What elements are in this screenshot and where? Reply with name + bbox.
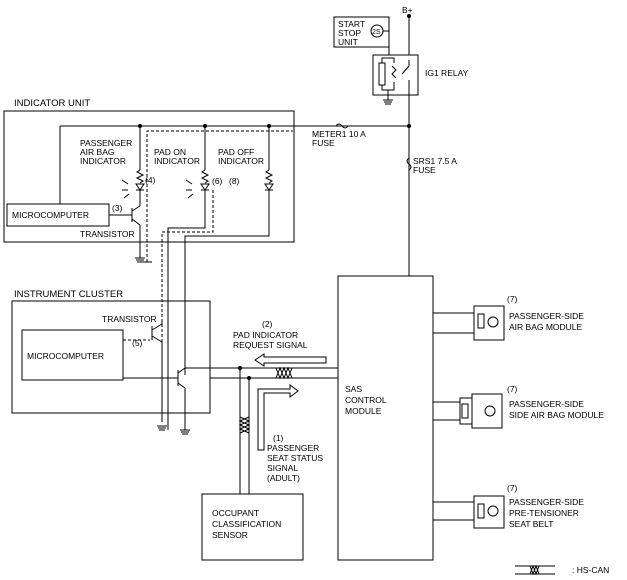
svg-text:AIR BAG MODULE: AIR BAG MODULE [509,322,583,332]
svg-text:PAD INDICATOR: PAD INDICATOR [233,330,298,340]
svg-text:(7): (7) [507,384,518,394]
svg-text:STOP: STOP [338,28,361,38]
indicator-unit: INDICATOR UNIT [3,98,295,243]
svg-text:SENSOR: SENSOR [212,530,248,540]
svg-text:CONTROL: CONTROL [345,395,387,405]
svg-text:MICROCOMPUTER: MICROCOMPUTER [27,351,104,361]
svg-text:SEAT STATUS: SEAT STATUS [267,453,323,463]
svg-text:PASSENGER: PASSENGER [80,138,132,148]
svg-text:INSTRUMENT CLUSTER: INSTRUMENT CLUSTER [14,289,123,300]
svg-text:OCCUPANT: OCCUPANT [212,508,259,518]
svg-text:CLASSIFICATION: CLASSIFICATION [212,519,281,529]
svg-text:(ADULT): (ADULT) [267,473,300,483]
svg-text:SIGNAL: SIGNAL [267,463,298,473]
svg-text:PAD OFF: PAD OFF [218,147,254,157]
svg-text:(7): (7) [507,294,518,304]
svg-text:INDICATOR: INDICATOR [154,156,200,166]
svg-text:PAD ON: PAD ON [154,147,186,157]
svg-text:PRE-TENSIONER: PRE-TENSIONER [509,508,579,518]
pad-on-indicator: PAD ON INDICATOR (6) [154,147,223,199]
svg-text:(8): (8) [229,176,240,186]
svg-text:AIR BAG: AIR BAG [80,147,114,157]
svg-text:SRS1 7.5 A: SRS1 7.5 A [413,156,457,166]
svg-text:INDICATOR: INDICATOR [218,156,264,166]
ground-cluster [157,425,190,435]
svg-text:MODULE: MODULE [345,406,382,416]
svg-text:(2): (2) [262,319,273,329]
svg-text:2S: 2S [372,29,381,36]
svg-text:MICROCOMPUTER: MICROCOMPUTER [12,210,89,220]
svg-text:START: START [338,19,365,29]
svg-text:(3): (3) [112,203,123,213]
svg-text:PASSENGER-SIDE: PASSENGER-SIDE [509,311,584,321]
svg-text:B+: B+ [402,5,413,15]
svg-text:(4): (4) [145,175,156,185]
svg-text:IG1 RELAY: IG1 RELAY [425,68,469,78]
svg-text:(6): (6) [212,176,223,186]
pad-request-signal: (2) PAD INDICATOR REQUEST SIGNAL [233,319,327,367]
instrument-cluster: INSTRUMENT CLUSTER TRANSISTOR (5) [11,289,211,414]
svg-text:INDICATOR: INDICATOR [80,156,126,166]
microcomputer-indicator-unit: MICROCOMPUTER (3) TRANSISTOR [6,200,141,258]
svg-text:TRANSISTOR: TRANSISTOR [80,229,135,239]
passenger-side-airbag-module: (7) PASSENGER-SIDE SIDE AIR BAG MODULE [433,384,604,429]
svg-text:(5): (5) [132,338,143,348]
svg-text:PASSENGER-SIDE: PASSENGER-SIDE [509,399,584,409]
ig1-relay: IG1 RELAY [372,54,469,105]
svg-text:FUSE: FUSE [312,138,335,148]
svg-text:SIDE AIR BAG MODULE: SIDE AIR BAG MODULE [509,410,604,420]
pad-off-indicator: PAD OFF INDICATOR (8) [218,147,274,191]
sas-control-module: SAS CONTROL MODULE [337,270,434,561]
svg-text:SEAT BELT: SEAT BELT [509,519,553,529]
svg-text:(7): (7) [507,483,518,493]
svg-text:FUSE: FUSE [413,165,436,175]
svg-text:: HS-CAN: : HS-CAN [572,565,609,575]
svg-text:UNIT: UNIT [338,37,358,47]
svg-text:TRANSISTOR: TRANSISTOR [102,314,157,324]
svg-text:METER1 10 A: METER1 10 A [312,129,366,139]
svg-text:SAS: SAS [345,384,362,394]
svg-text:REQUEST SIGNAL: REQUEST SIGNAL [233,340,308,350]
passenger-airbag-indicator: PASSENGER AIR BAG INDICATOR (4) [80,138,156,206]
seat-status-signal: (1) PASSENGER SEAT STATUS SIGNAL (ADULT) [257,384,323,483]
passenger-side-pretensioner: (7) PASSENGER-SIDE PRE-TENSIONER SEAT BE… [433,483,584,529]
start-stop-unit: START STOP UNIT 2S [333,16,394,59]
b-plus-terminal: B+ [402,5,413,270]
legend-hs-can: : HS-CAN [515,564,609,576]
occupant-classification-sensor: OCCUPANT CLASSIFICATION SENSOR [201,493,304,561]
svg-text:PASSENGER-SIDE: PASSENGER-SIDE [509,497,584,507]
passenger-airbag-module: (7) PASSENGER-SIDE AIR BAG MODULE [433,294,584,341]
microcomputer-cluster: MICROCOMPUTER [21,329,124,381]
svg-text:(1): (1) [273,433,284,443]
svg-text:INDICATOR UNIT: INDICATOR UNIT [14,98,90,109]
svg-text:PASSENGER: PASSENGER [267,443,319,453]
